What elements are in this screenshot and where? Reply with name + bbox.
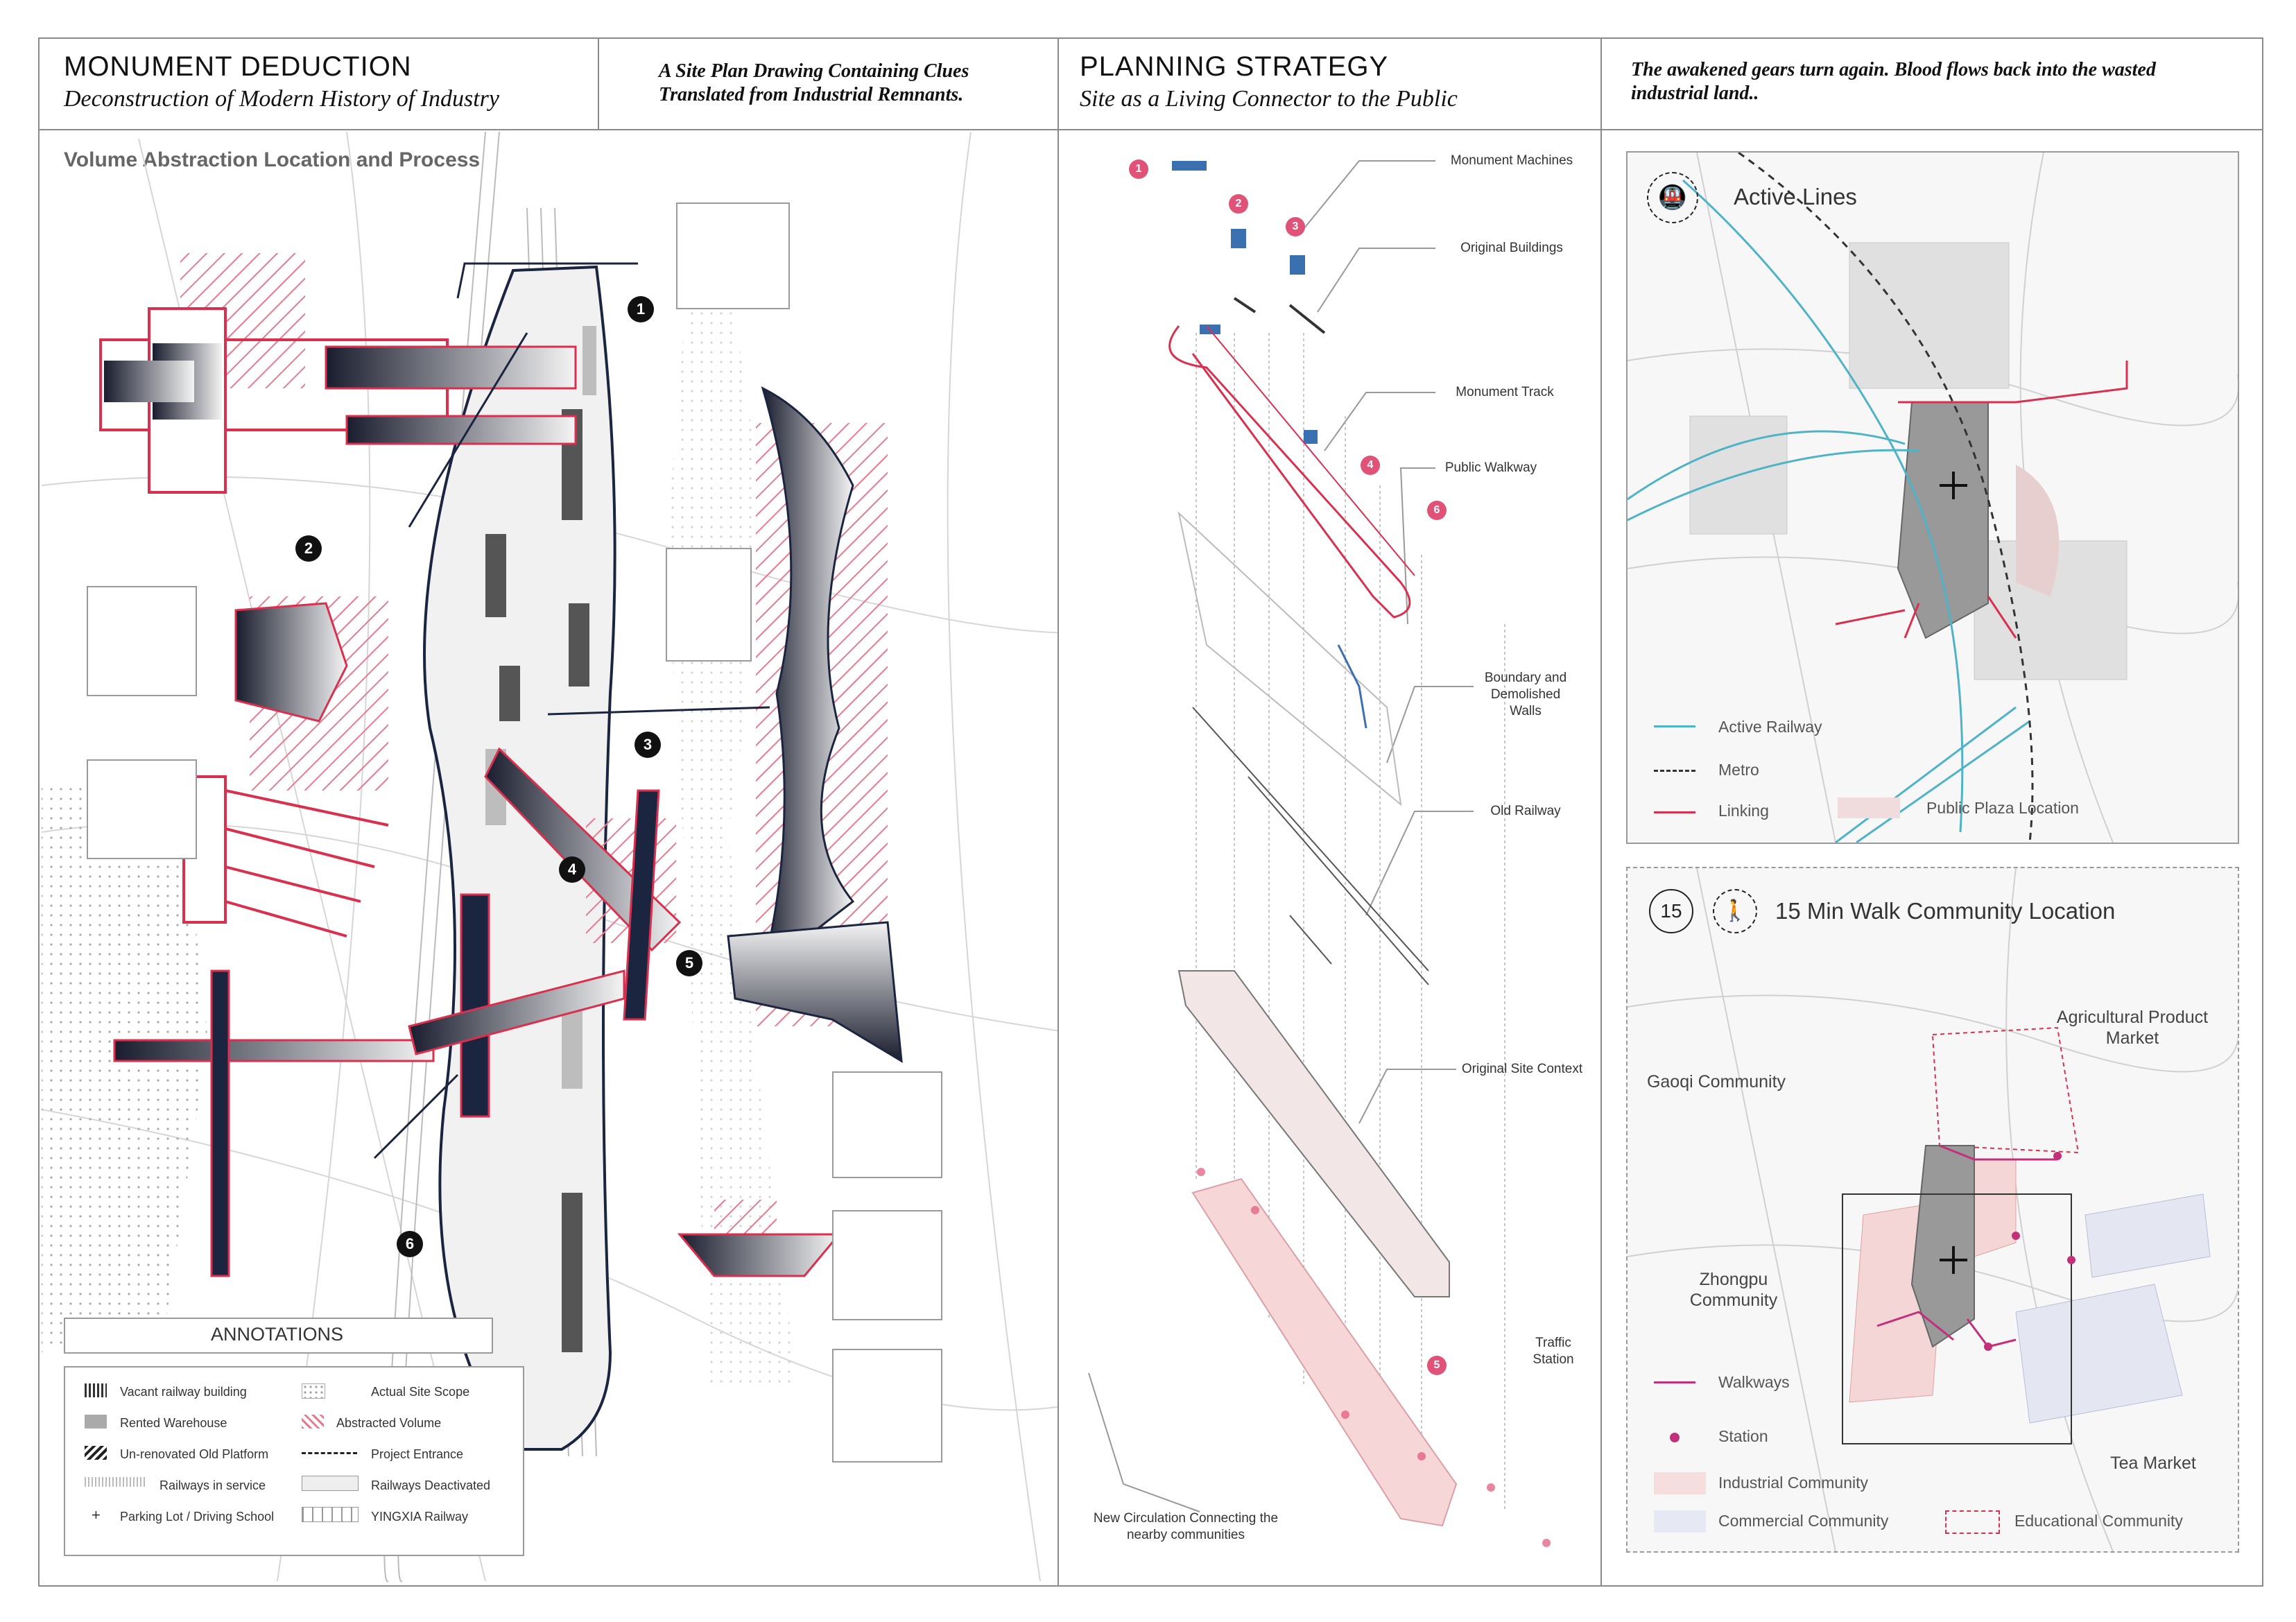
swatch-railways-service (85, 1477, 147, 1487)
right-title: PLANNING STRATEGY (1080, 51, 1389, 82)
legend-active-railway: Active Railway (1718, 718, 1822, 736)
left-title: MONUMENT DEDUCTION (64, 51, 412, 82)
active-lines-drawing (1628, 153, 2238, 843)
swatch-project-entrance (302, 1452, 357, 1454)
legend-rented-warehouse: Rented Warehouse (120, 1416, 227, 1430)
legend-railways-deactivated: Railways Deactivated (371, 1478, 491, 1492)
swatch-commercial (1654, 1510, 1706, 1533)
legend-station: Station (1718, 1427, 1768, 1445)
left-header-divider (38, 129, 1135, 130)
layer-marker-1: 1 (1129, 159, 1148, 179)
layer-marker-6: 6 (1427, 501, 1447, 520)
label-original-site-context: Original Site Context (1461, 1062, 1583, 1076)
legend-vacant-building: Vacant railway building (120, 1385, 247, 1399)
thumbnail-shelf (832, 1349, 942, 1463)
swatch-old-platform (85, 1446, 107, 1460)
thumbnail-gantry (676, 202, 790, 309)
layer-marker-2: 2 (1229, 194, 1248, 214)
label-public-walkway: Public Walkway (1444, 460, 1537, 475)
layer-marker-3: 3 (1286, 217, 1305, 236)
metro-icon: 🚇 (1647, 172, 1698, 223)
label-tea-market: Tea Market (2110, 1453, 2196, 1473)
swatch-railways-deactivated (302, 1476, 359, 1491)
section-label: Volume Abstraction Location and Process (64, 148, 481, 171)
swatch-educational (1945, 1510, 2000, 1534)
site-marker-5: 5 (676, 950, 702, 976)
swatch-yingxia-railway (302, 1507, 359, 1522)
swatch-rented-warehouse (85, 1415, 107, 1429)
site-marker-2: 2 (295, 535, 322, 562)
thumbnail-hopper (832, 1071, 942, 1178)
label-old-railway: Old Railway (1490, 804, 1561, 818)
right-subtitle: Site as a Living Connector to the Public (1080, 86, 1458, 112)
swatch-abstracted-volume (302, 1415, 324, 1429)
left-header-split (598, 37, 599, 130)
legend-public-plaza: Public Plaza Location (1926, 799, 2079, 817)
swatch-walkways (1654, 1381, 1695, 1383)
legend-parking: Parking Lot / Driving School (120, 1510, 275, 1524)
legend-industrial: Industrial Community (1718, 1474, 1869, 1492)
right-note: The awakened gears turn again. Blood flo… (1631, 59, 2156, 104)
legend-old-platform: Un-renovated Old Platform (120, 1447, 269, 1461)
label-monument-track: Monument Track (1456, 385, 1554, 399)
swatch-linking (1654, 811, 1695, 813)
annotations-title-box (64, 1318, 493, 1354)
thumbnail-pipes (87, 759, 197, 859)
legend-abstracted-volume: Abstracted Volume (336, 1416, 442, 1430)
right-header-divider (1058, 129, 2262, 130)
right-header-split (1600, 37, 1602, 1585)
site-marker-6: 6 (397, 1231, 423, 1257)
thumbnail-frame (832, 1210, 942, 1320)
site-marker-3: 3 (635, 732, 661, 758)
walk-title: 15 Min Walk Community Location (1775, 898, 2116, 924)
active-lines-title: Active Lines (1734, 184, 1857, 209)
legend-metro: Metro (1718, 761, 1759, 779)
legend-railways-service: Railways in service (159, 1478, 266, 1492)
swatch-industrial (1654, 1472, 1706, 1494)
site-marker-1: 1 (628, 296, 654, 322)
annotations-legend (64, 1366, 524, 1556)
active-lines-map (1626, 151, 2239, 844)
label-gaoqi-community: Gaoqi Community (1646, 1072, 1786, 1092)
walk-community-drawing (1628, 868, 2238, 1551)
swatch-station (1670, 1433, 1680, 1442)
label-original-buildings: Original Buildings (1460, 241, 1563, 255)
left-note: A Site Plan Drawing Containing Clues Tra… (659, 60, 969, 105)
legend-yingxia-railway: YINGXIA Railway (371, 1510, 469, 1524)
legend-commercial: Commercial Community (1718, 1512, 1889, 1530)
annotations-title: ANNOTATIONS (210, 1324, 343, 1345)
label-traffic-station: Traffic Station (1533, 1336, 1574, 1367)
swatch-vacant-building (85, 1383, 107, 1397)
thumbnail-silo (87, 586, 197, 696)
swatch-public-plaza (1838, 797, 1900, 818)
swatch-active-railway (1654, 725, 1695, 727)
legend-walkways: Walkways (1718, 1373, 1790, 1391)
fifteen-badge: 15 (1649, 889, 1693, 933)
left-subtitle: Deconstruction of Modern History of Indu… (64, 86, 499, 112)
site-marker-4: 4 (559, 856, 585, 883)
label-monument-machines: Monument Machines (1450, 153, 1573, 168)
walk-community-map (1626, 867, 2239, 1553)
swatch-metro (1654, 770, 1695, 772)
swatch-site-scope (302, 1383, 325, 1399)
legend-site-scope: Actual Site Scope (371, 1385, 470, 1399)
label-agricultural-market: Agricultural Product Market (2056, 1008, 2209, 1048)
layer-marker-4: 4 (1361, 456, 1380, 475)
legend-linking: Linking (1718, 802, 1769, 820)
thumbnail-crane (666, 548, 752, 662)
label-new-circulation: New Circulation Connecting the nearby co… (1093, 1511, 1279, 1542)
plus-icon: + (92, 1506, 101, 1524)
layer-marker-5: 5 (1427, 1356, 1447, 1375)
label-boundary-walls: Boundary and Demolished Walls (1484, 671, 1567, 718)
legend-project-entrance: Project Entrance (371, 1447, 464, 1461)
label-zhongpu-community: Zhongpu Community (1689, 1270, 1778, 1310)
legend-educational: Educational Community (2014, 1512, 2183, 1530)
walking-icon: 🚶 (1713, 889, 1757, 933)
